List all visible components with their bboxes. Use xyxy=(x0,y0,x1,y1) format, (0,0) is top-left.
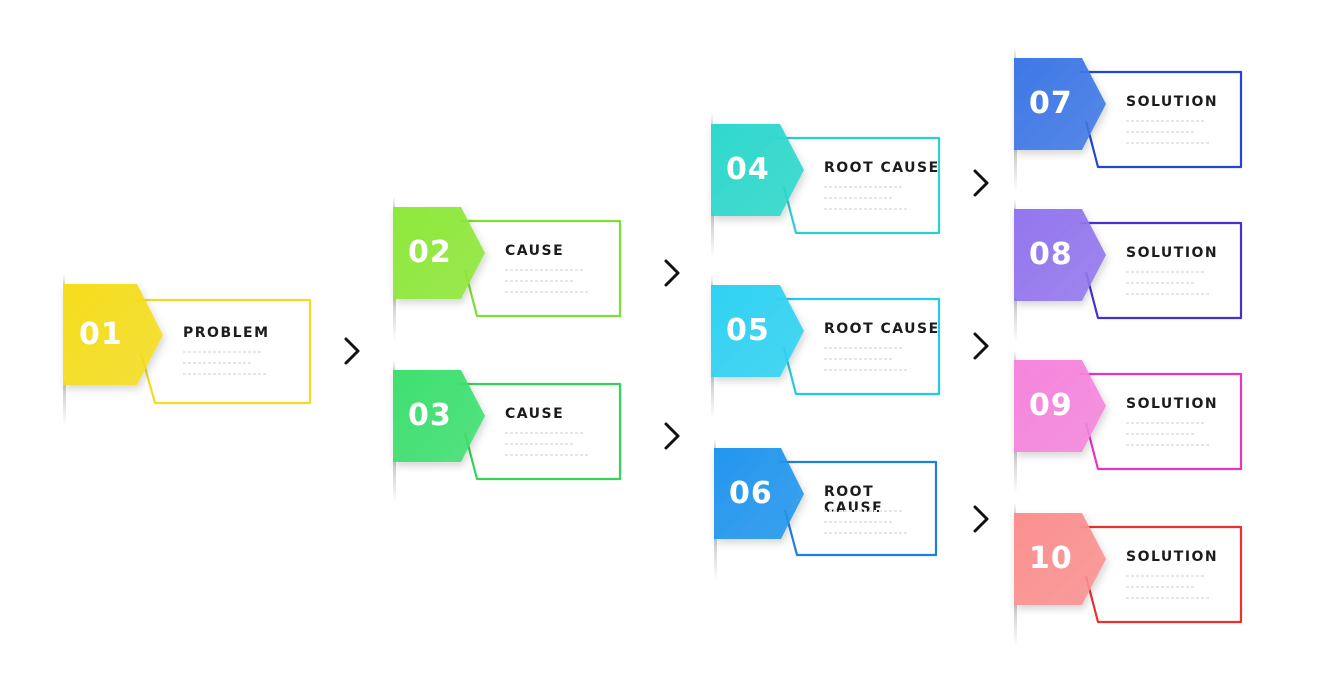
card-shadow-line xyxy=(393,458,396,504)
card-shadow-line xyxy=(63,381,66,427)
card-shadow-line xyxy=(1014,297,1017,343)
step-title: ROOT CAUSE xyxy=(824,160,940,176)
step-card-shape xyxy=(1014,48,1243,192)
number-tab xyxy=(393,207,485,299)
step-card-07: 07 SOLUTION xyxy=(1014,48,1243,192)
step-title: ROOT CAUSE xyxy=(824,321,940,337)
card-outline xyxy=(1080,372,1243,471)
placeholder-text-lines xyxy=(824,510,908,543)
step-title: SOLUTION xyxy=(1126,396,1219,412)
step-card-shape xyxy=(711,275,941,419)
step-card-shape xyxy=(1014,350,1243,494)
step-card-01: 01 PROBLEM xyxy=(63,274,312,427)
card-outline xyxy=(459,219,622,318)
placeholder-text-lines xyxy=(1126,575,1210,608)
card-outline xyxy=(779,460,938,557)
step-card-shape xyxy=(1014,503,1243,647)
card-outline xyxy=(1080,221,1243,320)
card-outline xyxy=(135,298,312,405)
placeholder-text-lines xyxy=(1126,422,1210,455)
step-card-shape xyxy=(714,438,938,581)
step-card-08: 08 SOLUTION xyxy=(1014,199,1243,343)
chevron-right-icon xyxy=(664,259,680,287)
chevron-right-icon xyxy=(664,422,680,450)
step-card-03: 03 CAUSE xyxy=(393,360,622,504)
step-title: PROBLEM xyxy=(183,325,270,341)
step-number: 05 xyxy=(726,313,770,348)
step-card-04: 04 ROOT CAUSE xyxy=(711,114,941,258)
number-tab xyxy=(1014,58,1106,150)
card-outline xyxy=(777,136,941,235)
card-shadow-line xyxy=(1014,601,1017,647)
number-tab xyxy=(711,124,804,216)
step-card-shape xyxy=(63,274,312,427)
number-tab xyxy=(63,284,163,385)
step-title: SOLUTION xyxy=(1126,549,1219,565)
placeholder-text-lines xyxy=(505,432,589,465)
step-number: 10 xyxy=(1029,541,1073,576)
card-shadow-line xyxy=(1014,448,1017,494)
step-card-shape xyxy=(1014,199,1243,343)
card-shadow-line xyxy=(714,535,717,581)
card-outline xyxy=(1080,70,1243,169)
step-card-shape xyxy=(393,197,622,341)
step-number: 02 xyxy=(408,235,452,270)
step-title: CAUSE xyxy=(505,243,565,259)
step-number: 08 xyxy=(1029,237,1073,272)
step-card-06: 06 ROOT CAUSE xyxy=(714,438,938,581)
step-number: 01 xyxy=(79,317,123,352)
card-shadow-line xyxy=(711,212,714,258)
step-card-10: 10 SOLUTION xyxy=(1014,503,1243,647)
placeholder-text-lines xyxy=(183,351,267,384)
card-outline xyxy=(777,297,941,396)
step-title: CAUSE xyxy=(505,406,565,422)
step-title: SOLUTION xyxy=(1126,94,1219,110)
card-outline xyxy=(1080,525,1243,624)
step-number: 04 xyxy=(726,152,770,187)
number-tab xyxy=(1014,360,1106,452)
step-title: ROOT CAUSE xyxy=(824,484,884,516)
placeholder-text-lines xyxy=(1126,120,1210,153)
placeholder-text-lines xyxy=(505,269,589,302)
step-title: SOLUTION xyxy=(1126,245,1219,261)
step-number: 03 xyxy=(408,398,452,433)
placeholder-text-lines xyxy=(824,186,908,219)
card-shadow-line xyxy=(711,373,714,419)
chevron-right-icon xyxy=(973,505,989,533)
card-outline xyxy=(459,382,622,481)
step-number: 06 xyxy=(729,476,773,511)
chevron-right-icon xyxy=(973,332,989,360)
step-card-shape xyxy=(711,114,941,258)
card-shadow-line xyxy=(1014,146,1017,192)
chevron-right-icon xyxy=(344,337,360,365)
card-shadow-line xyxy=(393,295,396,341)
step-card-09: 09 SOLUTION xyxy=(1014,350,1243,494)
chevron-right-icon xyxy=(973,169,989,197)
number-tab xyxy=(711,285,804,377)
number-tab xyxy=(393,370,485,462)
placeholder-text-lines xyxy=(824,347,908,380)
step-number: 07 xyxy=(1029,86,1073,121)
placeholder-text-lines xyxy=(1126,271,1210,304)
number-tab xyxy=(1014,209,1106,301)
number-tab xyxy=(714,448,804,539)
step-card-05: 05 ROOT CAUSE xyxy=(711,275,941,419)
number-tab xyxy=(1014,513,1106,605)
step-number: 09 xyxy=(1029,388,1073,423)
step-card-shape xyxy=(393,360,622,504)
step-card-02: 02 CAUSE xyxy=(393,197,622,341)
